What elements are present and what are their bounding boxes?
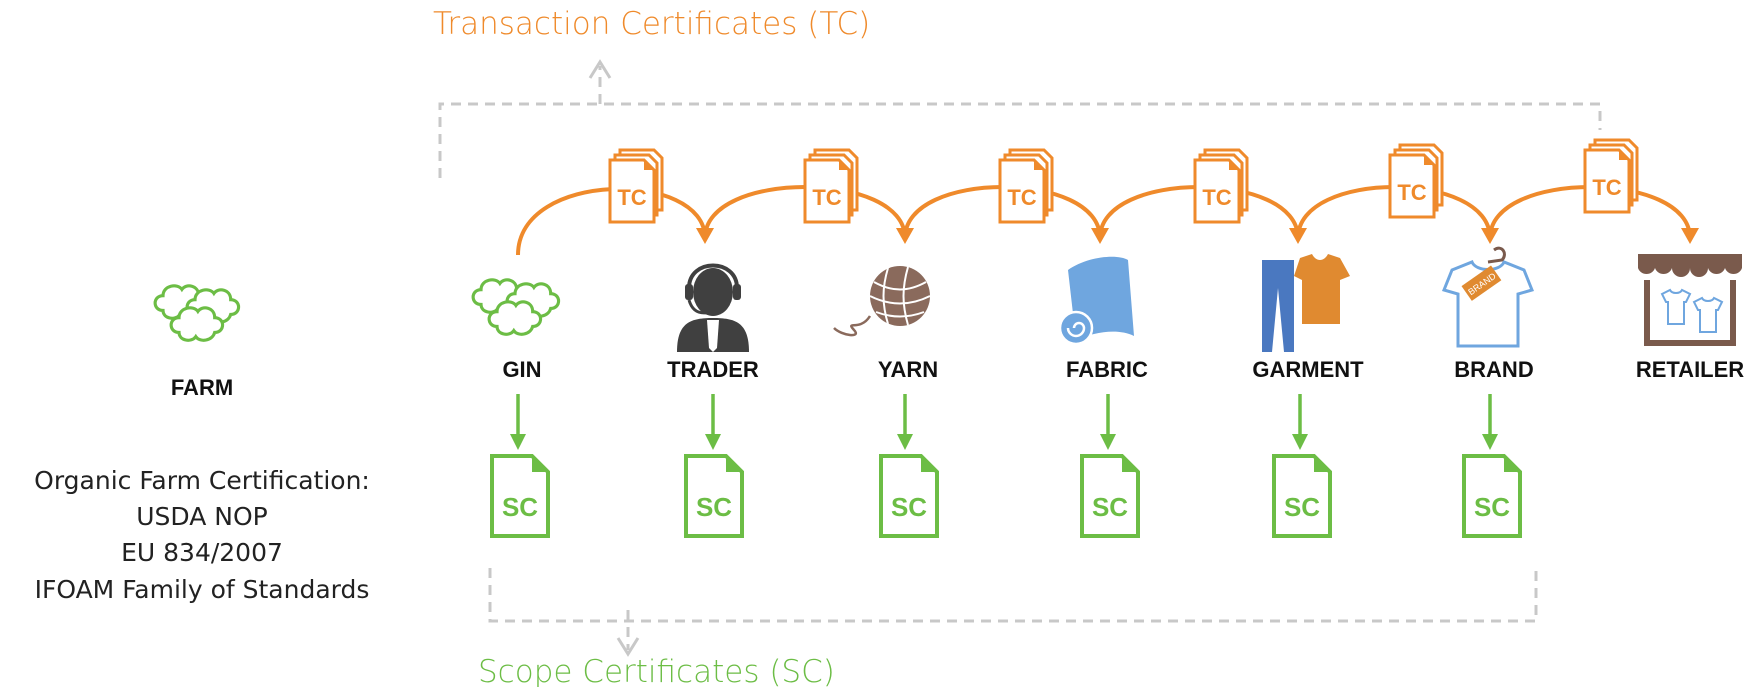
sc-doc-label: SC (1284, 492, 1320, 522)
trader-headset-icon (677, 263, 749, 352)
farm-cert-line-4: IFOAM Family of Standards (35, 575, 370, 604)
sc-document-icon: SC (1462, 454, 1522, 538)
sc-doc-label: SC (1474, 492, 1510, 522)
tc-document-icon: TC (608, 148, 664, 224)
tc-document-icon: TC (998, 148, 1054, 224)
retail-store-icon (1638, 254, 1742, 346)
tc-doc-label: TC (1397, 180, 1426, 205)
tc-dashed-bracket (438, 66, 1602, 178)
fabric-roll-icon (1058, 256, 1134, 346)
cotton-icon (471, 278, 561, 336)
tc-document-icon: TC (1583, 138, 1639, 214)
sc-flow-arrows (516, 394, 1492, 438)
farm-label: FARM (171, 375, 233, 400)
tc-document-icon: TC (803, 148, 859, 224)
stage-label-yarn: YARN (878, 357, 938, 382)
stage-label-retailer: RETAILER (1636, 357, 1744, 382)
branded-shirt-icon: BRAND (1441, 246, 1535, 348)
stage-label-brand: BRAND (1454, 357, 1533, 382)
sc-document-icon: SC (684, 454, 744, 538)
sc-doc-label: SC (502, 492, 538, 522)
tc-document-icon: TC (1193, 148, 1249, 224)
sc-arrowheads (510, 434, 1498, 450)
tc-flow-arcs (516, 185, 1692, 256)
tc-title: Transaction Certificates (TC) (433, 6, 870, 42)
sc-doc-label: SC (891, 492, 927, 522)
stage-label-gin: GIN (502, 357, 541, 382)
stage-label-fabric: FABRIC (1066, 357, 1148, 382)
farm-cert-line-3: EU 834/2007 (121, 538, 283, 567)
sc-document-icon: SC (1272, 454, 1332, 538)
sc-down-arrow-icon (616, 637, 640, 657)
stage-label-trader: TRADER (667, 357, 759, 382)
farm-cert-line-2: USDA NOP (136, 502, 267, 531)
tc-document-icon: TC (1388, 143, 1444, 219)
sc-document-icon: SC (490, 454, 550, 538)
sc-document-icon: SC (1080, 454, 1140, 538)
tc-doc-label: TC (617, 185, 646, 210)
tc-arrowheads (696, 228, 1699, 244)
sc-doc-label: SC (696, 492, 732, 522)
tc-doc-label: TC (1202, 185, 1231, 210)
farm-cert-line-1: Organic Farm Certification: (34, 466, 370, 495)
tc-doc-label: TC (1592, 175, 1621, 200)
stage-label-garment: GARMENT (1252, 357, 1364, 382)
farm-cotton-icon (153, 284, 241, 342)
tc-doc-label: TC (1007, 185, 1036, 210)
tc-doc-label: TC (812, 185, 841, 210)
sc-title: Scope Certificates (SC) (478, 654, 835, 687)
sc-doc-label: SC (1092, 492, 1128, 522)
sc-document-icon: SC (879, 454, 939, 538)
garment-icon (1262, 254, 1350, 352)
sc-dashed-bracket (488, 568, 1538, 650)
tc-up-arrow-icon (588, 59, 612, 79)
yarn-ball-icon (833, 266, 931, 337)
